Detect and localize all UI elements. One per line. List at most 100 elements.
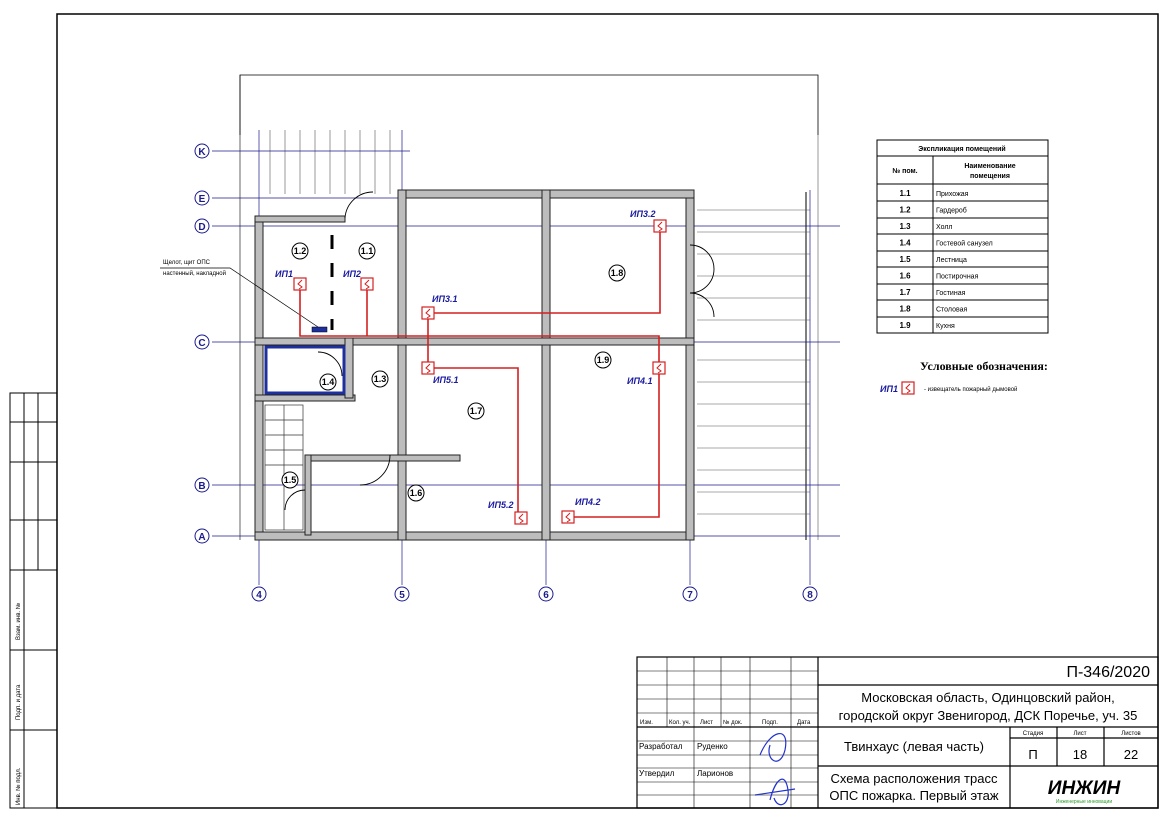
doors (284, 191, 715, 511)
axis-label: B (198, 481, 205, 492)
detector-label: ИП3.2 (630, 209, 655, 219)
explication-title: Экспликация помещений (918, 145, 1005, 153)
stage-value: П (1028, 747, 1037, 762)
hdr-ndoc: № док. (723, 719, 743, 726)
company-logo-subtitle: Инженерные инновации (1056, 799, 1112, 805)
axis-label: 7 (687, 590, 693, 601)
explication-room-name: Гардероб (936, 207, 967, 215)
explication-room-name: Кухня (936, 323, 955, 330)
explication-room-name: Лестница (936, 257, 967, 264)
axis-label: 4 (256, 590, 262, 601)
axis-label: 6 (543, 590, 549, 601)
room-number: 1.3 (374, 374, 387, 384)
explication-room-number: 1.2 (899, 206, 911, 215)
inv-orig-label: Инв. № подл. (15, 767, 22, 805)
developed-label: Разработал (639, 742, 683, 751)
detector-label: ИП3.1 (432, 294, 457, 304)
room-number: 1.5 (284, 475, 297, 485)
explication-room-number: 1.5 (899, 255, 911, 264)
replace-inv-label: Взам. инв. № (15, 603, 22, 640)
axis-bubbles (194, 143, 818, 602)
smoke-detector-icon (297, 221, 663, 524)
address-line1: Московская область, Одинцовский район, (861, 690, 1114, 705)
object-name: Твинхаус (левая часть) (844, 739, 984, 754)
drawing-title-line2: ОПС пожарка. Первый этаж (829, 788, 998, 803)
explication-room-number: 1.8 (899, 305, 911, 314)
panel-note-line1: Щелот, щит ОПС (163, 260, 211, 266)
detector-label: ИП5.2 (488, 500, 513, 510)
sheet-frame (56, 13, 1159, 809)
terrace-decking (269, 130, 819, 540)
sheets-label: Листов (1121, 731, 1141, 737)
sheet-label: Лист (1073, 731, 1086, 737)
legend-title: Условные обозначения: (920, 359, 1048, 373)
approved-name: Ларионов (697, 769, 733, 778)
alarm-loop-route (299, 226, 661, 518)
stage-label: Стадия (1023, 731, 1043, 737)
axis-label: D (198, 222, 205, 233)
walls (254, 189, 695, 541)
drawing-title-line1: Схема расположения трасс (831, 771, 998, 786)
axis-label: 5 (399, 590, 405, 601)
room-number: 1.2 (294, 246, 307, 256)
explication-room-number: 1.9 (899, 321, 911, 330)
col-room-name-2: помещения (970, 173, 1010, 180)
axis-label: 8 (807, 590, 813, 601)
col-room-number: № пом. (892, 167, 917, 175)
company-logo: ИНЖИН (1048, 778, 1122, 799)
axis-label: K (198, 147, 206, 158)
col-room-name: Наименование (964, 163, 1015, 170)
hdr-izm: Изм. (640, 720, 653, 726)
explication-table (876, 139, 1049, 334)
approved-label: Утвердил (639, 769, 675, 778)
explication-room-name: Постирочная (936, 274, 979, 281)
hdr-podp: Подп. (762, 720, 778, 726)
explication-room-name: Столовая (936, 307, 968, 314)
hdr-kol: Кол. уч. (669, 720, 691, 726)
detector-label: ИП5.1 (433, 375, 458, 385)
explication-room-number: 1.7 (899, 288, 911, 297)
room-number: 1.8 (611, 268, 624, 278)
staircase (264, 404, 304, 531)
title-block (636, 656, 1159, 809)
explication-room-name: Холл (936, 224, 953, 231)
legend-detector-icon (901, 381, 915, 395)
hdr-list: Лист (700, 720, 713, 726)
detector-label: ИП4.2 (575, 497, 600, 507)
room-number: 1.7 (470, 406, 483, 416)
panel-leader-line (160, 267, 319, 328)
detector-label: ИП2 (343, 269, 361, 279)
sheets-value: 22 (1124, 747, 1138, 762)
room-number: 1.6 (410, 488, 423, 498)
bathroom-insulation (264, 345, 346, 395)
axis-label: E (199, 194, 206, 205)
explication-room-name: Прихожая (936, 191, 969, 198)
room-number: 1.9 (597, 355, 610, 365)
roof-outline (239, 74, 819, 135)
panel-note-line2: настенный, накладной (163, 270, 226, 277)
ops-panel (311, 326, 328, 333)
explication-room-name: Гостиная (936, 290, 966, 297)
sheet-value: 18 (1073, 747, 1087, 762)
detector-label: ИП4.1 (627, 376, 652, 386)
signature-image (754, 732, 796, 806)
hdr-date: Дата (797, 720, 811, 726)
document-code: П-346/2020 (1066, 664, 1150, 681)
room-number: 1.1 (361, 246, 374, 256)
left-stamp (9, 392, 58, 809)
explication-room-name: Гостевой санузел (936, 240, 993, 248)
explication-room-number: 1.4 (899, 239, 911, 248)
developed-name: Руденко (697, 742, 728, 751)
explication-room-number: 1.6 (899, 272, 911, 281)
room-markers (281, 242, 626, 502)
room-number: 1.4 (322, 377, 335, 387)
detector-label: ИП1 (275, 269, 293, 279)
explication-room-number: 1.1 (899, 189, 911, 198)
axis-label: C (198, 338, 205, 349)
sign-date-label: Подп. и дата (16, 684, 22, 720)
legend-symbol-label: ИП1 (880, 384, 898, 394)
legend-description: - извещатель пожарный дымовой (924, 386, 1017, 393)
smoke-detectors (293, 219, 667, 525)
address-line2: городской округ Звенигород, ДСК Поречье,… (839, 708, 1138, 723)
